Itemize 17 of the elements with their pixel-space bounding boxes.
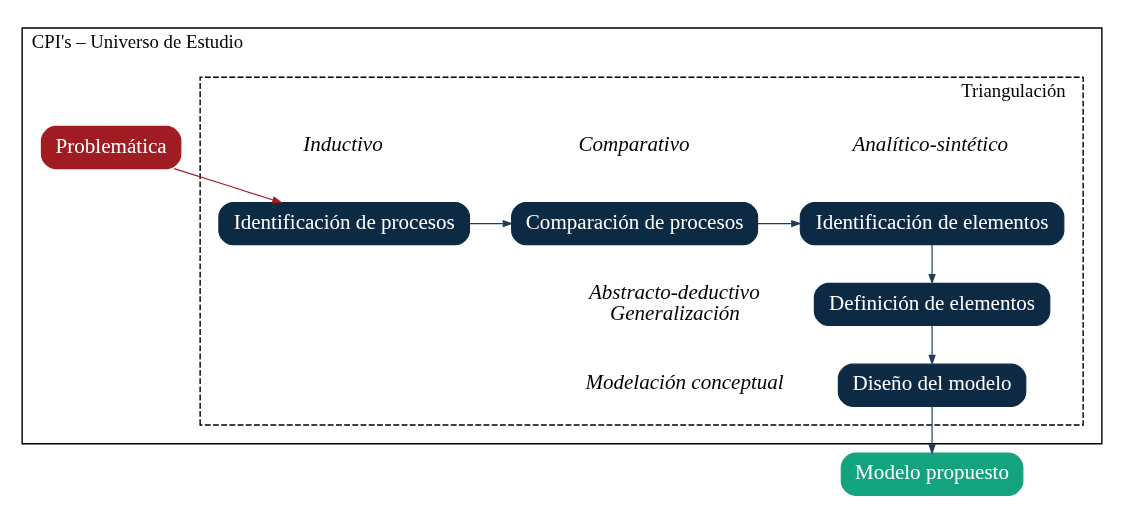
arrow: [757, 219, 802, 227]
node-box: Identificación de elementos: [799, 201, 1065, 245]
arrow: [928, 405, 936, 455]
node-box: Definición de elementos: [813, 282, 1051, 326]
node-box: Modelo propuesto: [840, 452, 1024, 496]
node-label: Comparativo: [578, 131, 690, 156]
node-label: Modelación conceptual: [585, 369, 784, 394]
arrow: [468, 219, 514, 227]
node-box: Comparación de procesos: [511, 201, 759, 245]
arrow: [928, 324, 936, 365]
node-box: Diseño del modelo: [837, 363, 1027, 407]
arrow: [173, 167, 283, 203]
node-label: Inductivo: [303, 131, 383, 156]
arrow: [928, 243, 936, 285]
node-box: Problemática: [40, 125, 182, 169]
node-box: Identificación de procesos: [218, 201, 471, 245]
node-label: Analítico-sintético: [852, 131, 1009, 156]
